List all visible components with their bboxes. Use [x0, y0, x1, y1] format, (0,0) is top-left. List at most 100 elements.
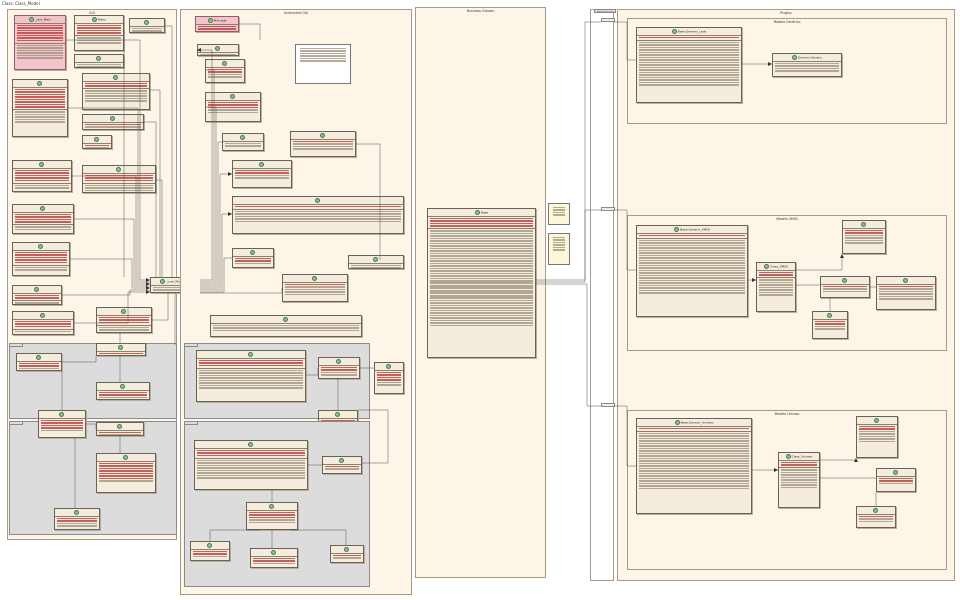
class-box[interactable]	[250, 548, 298, 568]
class-box[interactable]	[12, 285, 62, 305]
class-box[interactable]	[318, 357, 360, 379]
class-header	[813, 312, 847, 320]
class-box[interactable]	[96, 453, 156, 493]
class-box[interactable]	[330, 545, 364, 563]
class-box[interactable]	[876, 276, 936, 310]
class-box[interactable]: Generic:Generic	[772, 53, 842, 77]
class-box[interactable]	[12, 160, 72, 192]
class-icon	[671, 29, 677, 34]
class-box[interactable]	[96, 422, 144, 436]
class-header	[83, 136, 111, 144]
class-box[interactable]: Class_Uniraso	[778, 452, 820, 508]
class-icon	[791, 55, 797, 60]
class-box[interactable]	[12, 79, 68, 137]
business-main-class[interactable]: Base	[427, 208, 536, 358]
class-box[interactable]	[12, 242, 70, 276]
class-box[interactable]	[12, 204, 74, 234]
class-box[interactable]	[54, 508, 100, 530]
class-box[interactable]	[232, 196, 404, 234]
class-box[interactable]	[12, 311, 74, 335]
class-box[interactable]: Base:Generic_Lado	[636, 27, 742, 103]
class-header	[13, 243, 69, 251]
class-icon	[861, 222, 866, 227]
class-header	[97, 454, 155, 462]
class-box[interactable]	[38, 410, 86, 438]
class-box[interactable]	[96, 343, 146, 356]
class-box[interactable]	[282, 274, 348, 302]
class-box[interactable]	[196, 350, 306, 402]
class-box[interactable]	[812, 311, 848, 339]
class-header: _jvm_Main	[15, 16, 65, 24]
class-icon	[674, 420, 680, 425]
class-box[interactable]	[232, 160, 292, 188]
package-title: Modelo XMISI	[776, 217, 798, 221]
class-box[interactable]	[205, 59, 245, 83]
class-header	[191, 542, 229, 550]
class-icon	[335, 412, 340, 417]
class-box[interactable]	[194, 440, 308, 490]
package-tab: Plataforma	[594, 9, 617, 13]
class-box[interactable]	[374, 362, 404, 394]
class-box[interactable]	[222, 133, 264, 151]
class-box[interactable]: Base:Generic_XMISI	[636, 225, 748, 317]
class-box[interactable]	[82, 165, 156, 193]
class-box[interactable]	[856, 416, 898, 458]
class-icon	[315, 198, 320, 203]
class-icon	[903, 278, 908, 283]
class-header	[83, 115, 143, 123]
class-box[interactable]	[82, 73, 150, 110]
class-header	[233, 197, 403, 205]
package-title: Modelo Uniraso	[774, 412, 800, 416]
class-icon	[94, 137, 99, 142]
class-icon	[34, 287, 39, 292]
class-box[interactable]	[74, 54, 124, 68]
class-box[interactable]	[348, 255, 404, 269]
class-box[interactable]	[856, 506, 896, 528]
class-box[interactable]: Base:Generic_Uniraso	[636, 418, 752, 514]
class-box[interactable]	[197, 44, 239, 56]
class-header: Menu	[75, 16, 123, 24]
class-box[interactable]: Principal	[195, 16, 239, 32]
class-box[interactable]	[290, 131, 356, 157]
class-box[interactable]	[96, 307, 152, 333]
class-box[interactable]	[246, 502, 298, 530]
class-box[interactable]: _jvm_Main	[14, 15, 66, 70]
class-icon	[336, 359, 341, 364]
class-box[interactable]	[210, 315, 362, 337]
class-icon	[40, 313, 45, 318]
class-header	[319, 358, 359, 366]
class-header	[223, 134, 263, 142]
class-header	[197, 351, 305, 359]
class-box[interactable]	[82, 135, 112, 149]
class-icon	[118, 345, 123, 350]
class-icon	[120, 384, 125, 389]
class-box[interactable]	[842, 220, 886, 254]
class-box[interactable]	[16, 353, 62, 371]
class-header: _core_MainForm	[151, 278, 199, 286]
class-header: Class_XMISI	[757, 263, 795, 271]
class-header	[877, 277, 935, 285]
class-box[interactable]	[820, 276, 870, 298]
class-header	[211, 316, 361, 324]
class-box[interactable]	[82, 114, 144, 130]
class-header	[857, 507, 895, 515]
class-box[interactable]	[876, 468, 916, 492]
class-header	[13, 161, 71, 169]
package-title: Plugins	[780, 11, 792, 15]
class-icon	[674, 227, 680, 232]
class-box[interactable]	[129, 18, 165, 33]
class-box[interactable]	[322, 456, 362, 474]
class-box[interactable]	[96, 382, 150, 400]
class-icon	[59, 412, 64, 417]
class-box[interactable]	[190, 541, 230, 561]
class-box[interactable]	[232, 248, 274, 268]
class-icon	[29, 17, 35, 22]
class-header	[331, 546, 363, 554]
class-icon	[123, 455, 128, 460]
class-box[interactable]: Menu	[74, 15, 124, 51]
class-header	[206, 60, 244, 68]
class-header	[283, 275, 347, 283]
class-icon	[271, 550, 276, 555]
class-box[interactable]: Class_XMISI	[756, 262, 796, 312]
